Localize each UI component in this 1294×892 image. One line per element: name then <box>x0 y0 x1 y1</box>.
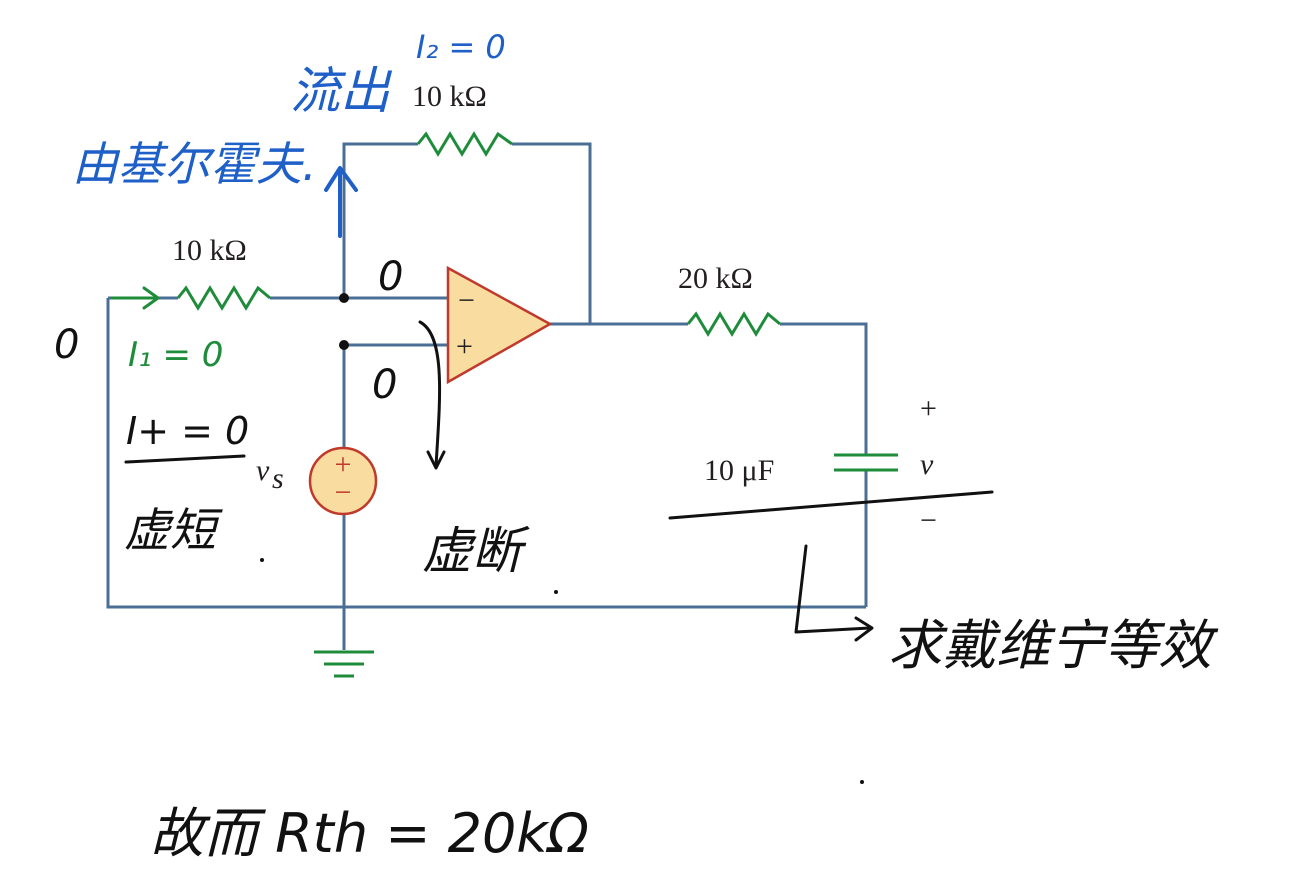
arrow-up-icon <box>324 166 358 238</box>
note-node-plus-zero: 0 <box>372 362 397 408</box>
label-source-sub: s <box>272 462 284 495</box>
note-node-minus-zero: 0 <box>378 254 403 300</box>
source-plus-sign: + <box>335 448 352 481</box>
note-virtual-open: 虚断 <box>422 522 530 580</box>
note-left-zero: 0 <box>54 322 79 368</box>
source-minus-sign: − <box>335 476 352 509</box>
label-source: v <box>256 454 270 487</box>
arrow-down-curve-icon <box>418 320 446 470</box>
note-virtual-short: 虚短 <box>124 503 223 557</box>
note-liu-chu: 流出 <box>290 62 393 120</box>
wire-output-right <box>780 322 868 455</box>
label-v-minus: − <box>920 504 937 537</box>
wire-feedback-left <box>342 142 418 298</box>
opamp-triangle <box>446 265 553 385</box>
label-capacitor: 10 μF <box>704 454 774 487</box>
arrow-bent-icon <box>794 544 874 642</box>
note-conclusion: 故而 Rth = 20kΩ <box>150 802 589 865</box>
voltage-source <box>308 446 378 516</box>
ink-dot <box>260 558 264 562</box>
circuit-wires <box>106 142 868 650</box>
wire-feedback-right <box>512 142 592 324</box>
ink-dot <box>860 780 864 784</box>
label-r-feedback: 10 kΩ <box>412 80 487 113</box>
note-kirchhoff: 由基尔霍夫. <box>72 137 317 191</box>
label-r-input: 10 kΩ <box>172 234 247 267</box>
resistor-output <box>686 311 781 337</box>
wire-bottom-rail <box>106 298 866 609</box>
fraction-bar <box>124 454 246 464</box>
node-inverting <box>339 293 349 303</box>
note-i1-zero: I₁ = 0 <box>128 335 223 375</box>
label-r-output: 20 kΩ <box>678 262 753 295</box>
resistor-input <box>176 285 271 311</box>
ground-symbol <box>314 650 374 678</box>
note-i2-zero: I₂ = 0 <box>416 28 506 66</box>
node-noninverting <box>339 340 349 350</box>
note-iplus-zero: I+ = 0 <box>126 409 249 453</box>
ink-dot <box>554 590 558 594</box>
resistor-feedback <box>416 131 513 157</box>
opamp-minus-sign: − <box>458 284 475 317</box>
note-thevenin: 求戴维宁等效 <box>888 614 1219 677</box>
label-v: v <box>920 448 934 481</box>
underline-stroke <box>668 490 994 520</box>
opamp-plus-sign: + <box>456 330 473 363</box>
arrow-right-icon <box>110 286 160 310</box>
label-v-plus: + <box>920 392 937 425</box>
